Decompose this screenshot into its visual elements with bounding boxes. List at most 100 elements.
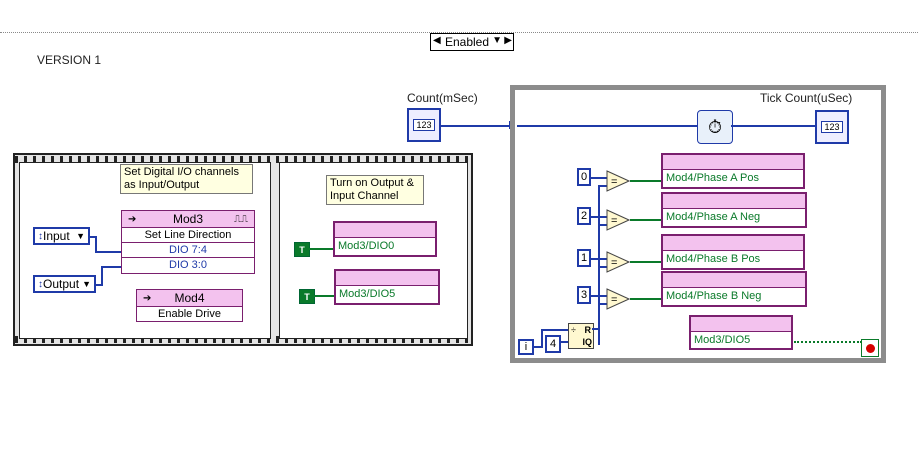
wire <box>90 236 96 238</box>
wire <box>561 341 568 343</box>
wire <box>541 329 568 331</box>
quotient-label: IQ <box>582 337 592 347</box>
wire-boolean <box>309 248 334 250</box>
reference-arrow-icon: ➔ <box>128 213 137 225</box>
wire <box>591 177 607 179</box>
equal-symbol: = <box>611 257 617 269</box>
numeric-constant-4[interactable]: 4 <box>545 335 561 353</box>
film-perforation-bottom <box>15 336 471 343</box>
fpga-io-label: Mod4/Phase B Neg <box>666 290 762 302</box>
wire <box>534 346 542 348</box>
wire <box>598 303 607 305</box>
wire <box>95 251 121 253</box>
fpga-io-label: Mod4/Phase A Pos <box>666 172 759 184</box>
wire-quotient-bus <box>598 185 600 345</box>
wire-count <box>517 125 699 127</box>
input-enum-value: Input <box>43 229 70 243</box>
fpga-io-phase-b-pos[interactable]: Mod4/Phase B Pos <box>661 234 805 270</box>
divide-icon: ÷ <box>571 325 576 335</box>
fpga-io-label: Mod3/DIO0 <box>338 240 395 252</box>
mod3-property-node[interactable]: ➔ Mod3 ⎍⎍ Set Line Direction DIO 7:4 DIO 3… <box>121 210 255 274</box>
iteration-terminal[interactable]: i <box>518 339 534 355</box>
mod3-row-set-line-direction[interactable]: Set Line Direction <box>122 228 254 243</box>
wire-boolean <box>630 261 662 263</box>
wire-tick <box>731 125 815 127</box>
mod4-property-node[interactable]: ➔ Mod4 Enable Drive <box>136 289 243 322</box>
numeric-constant-3[interactable]: 3 <box>577 286 591 304</box>
wire <box>598 185 607 187</box>
wire <box>95 236 97 253</box>
film-perforation-top <box>15 156 471 163</box>
tick-count-display: 123 <box>821 121 843 133</box>
mod4-row-enable-drive[interactable]: Enable Drive <box>158 308 221 320</box>
equal-symbol: = <box>611 176 617 188</box>
wire <box>101 266 103 286</box>
fpga-io-dio5-read[interactable]: Mod3/DIO5 <box>689 315 793 350</box>
case-dropdown-arrow[interactable]: ▼ <box>492 35 502 46</box>
wire <box>598 266 607 268</box>
case-structure-border <box>0 32 918 33</box>
wire-boolean <box>630 298 662 300</box>
mod3-title: Mod3 <box>172 212 204 226</box>
wire-boolean-stop <box>794 341 862 343</box>
output-enum-constant[interactable]: ↕ Output ▼ <box>33 275 96 293</box>
wire <box>96 284 102 286</box>
count-msec-display: 123 <box>413 119 435 131</box>
count-msec-label: Count(mSec) <box>407 91 478 105</box>
wire <box>598 224 607 226</box>
mod3-row-dio-7-4[interactable]: DIO 7:4 <box>122 243 254 258</box>
numeric-constant-0[interactable]: 0 <box>577 168 591 186</box>
stop-icon <box>865 343 875 353</box>
note-digital-io[interactable]: Set Digital I/O channels as Input/Output <box>120 164 253 194</box>
quotient-remainder-function[interactable]: ÷ R IQ <box>568 323 594 349</box>
fpga-io-label: Mod4/Phase A Neg <box>666 211 761 223</box>
wire <box>101 266 121 268</box>
equal-function[interactable]: = <box>606 288 630 310</box>
case-next-arrow[interactable]: ▶ <box>504 35 512 46</box>
chevron-down-icon[interactable]: ▼ <box>82 279 91 289</box>
case-prev-arrow[interactable]: ◀ <box>433 35 441 46</box>
mod4-title: Mod4 <box>174 291 205 305</box>
numeric-constant-1[interactable]: 1 <box>577 249 591 267</box>
wire-boolean <box>314 295 335 297</box>
equal-symbol: = <box>611 215 617 227</box>
fpga-io-phase-a-pos[interactable]: Mod4/Phase A Pos <box>661 153 805 189</box>
fpga-io-dio0[interactable]: Mod3/DIO0 <box>333 221 437 257</box>
fpga-io-phase-b-neg[interactable]: Mod4/Phase B Neg <box>661 271 807 307</box>
enum-arrows-icon: ↕ <box>38 230 43 242</box>
wire-count <box>441 125 514 127</box>
fpga-io-label: Mod3/DIO5 <box>694 334 751 346</box>
fpga-io-label: Mod4/Phase B Pos <box>666 253 761 265</box>
version-label: VERSION 1 <box>37 53 102 67</box>
tick-count-indicator[interactable]: 123 <box>815 110 849 144</box>
equal-function[interactable]: = <box>606 209 630 231</box>
numeric-constant-2[interactable]: 2 <box>577 207 591 225</box>
loop-timer-icon[interactable]: ⏱ <box>697 110 733 144</box>
wire-boolean <box>630 219 662 221</box>
stop-terminal[interactable] <box>861 339 879 357</box>
equal-symbol: = <box>611 294 617 306</box>
fpga-io-dio5[interactable]: Mod3/DIO5 <box>334 269 440 305</box>
wire <box>541 329 543 348</box>
case-selector[interactable]: ◀ Enabled ▼ ▶ <box>430 33 514 51</box>
equal-function[interactable]: = <box>606 170 630 192</box>
chevron-down-icon[interactable]: ▼ <box>76 231 85 241</box>
equal-function[interactable]: = <box>606 251 630 273</box>
mod3-row-dio-3-0[interactable]: DIO 3:0 <box>169 259 207 271</box>
count-msec-control[interactable]: 123 <box>407 108 441 142</box>
wire <box>592 328 599 330</box>
fpga-io-phase-a-neg[interactable]: Mod4/Phase A Neg <box>661 192 807 228</box>
true-constant[interactable]: T <box>299 289 315 304</box>
output-enum-value: Output <box>43 277 80 291</box>
reference-arrow-icon: ➔ <box>143 292 152 304</box>
fpga-io-label: Mod3/DIO5 <box>339 288 396 300</box>
enum-arrows-icon: ↕ <box>38 278 43 290</box>
wire-boolean <box>630 180 662 182</box>
digital-waveform-icon: ⎍⎍ <box>234 213 248 225</box>
remainder-label: R <box>584 325 592 335</box>
true-constant[interactable]: T <box>294 242 310 257</box>
tick-count-label: Tick Count(uSec) <box>760 91 853 105</box>
note-turn-on[interactable]: Turn on Output & Input Channel <box>326 175 424 205</box>
input-enum-constant[interactable]: ↕ Input ▼ <box>33 227 90 245</box>
case-selector-value: Enabled <box>444 35 490 49</box>
